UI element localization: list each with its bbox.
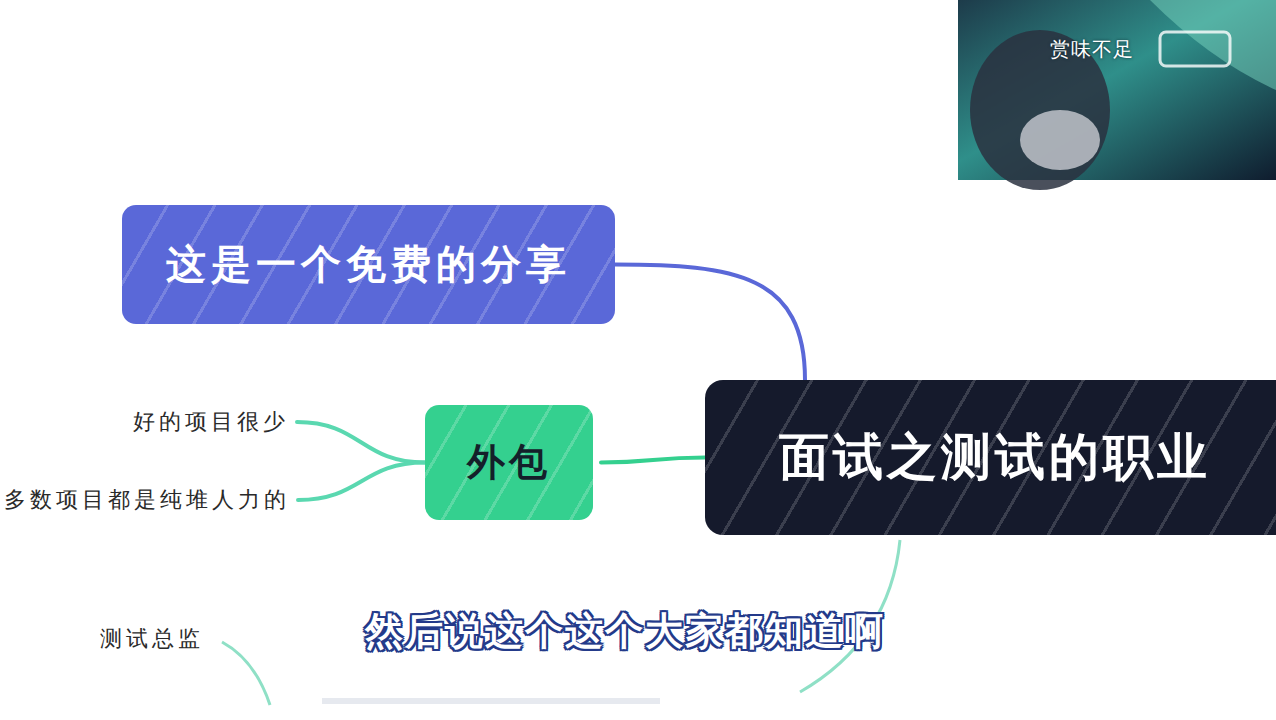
connector-line: [297, 422, 425, 463]
leaf-text: 好的项目很少: [133, 405, 289, 439]
node-text: 面试之测试的职业: [779, 424, 1216, 491]
subtitle: 然后说这个这个大家都知道啊: [365, 606, 885, 657]
topic-box: 外包: [425, 405, 593, 520]
video-thumbnail: [958, 0, 1276, 190]
branch-text: 测试总监: [100, 624, 204, 654]
branch-connector: [615, 265, 805, 381]
node-text: 外包: [467, 437, 551, 488]
topic-box: 这是一个免费的分享: [122, 205, 615, 324]
connector-line: [298, 463, 425, 501]
watermark: 赏味不足: [1050, 36, 1134, 63]
connector-line: [615, 265, 805, 381]
central-topic: 面试之测试的职业: [705, 380, 1276, 535]
connector-line: [601, 458, 705, 463]
branch-line: [222, 642, 270, 705]
node-text: 这是一个免费的分享: [166, 237, 571, 292]
leaf-text: 多数项目都是纯堆人力的: [4, 483, 290, 517]
branch-connector: [297, 422, 425, 463]
node-text: 好的项目很少: [133, 407, 289, 437]
branch-connector: [601, 458, 705, 463]
progress-bar: [322, 698, 660, 704]
node-text: 多数项目都是纯堆人力的: [4, 485, 290, 515]
branch-connector: [298, 463, 425, 501]
